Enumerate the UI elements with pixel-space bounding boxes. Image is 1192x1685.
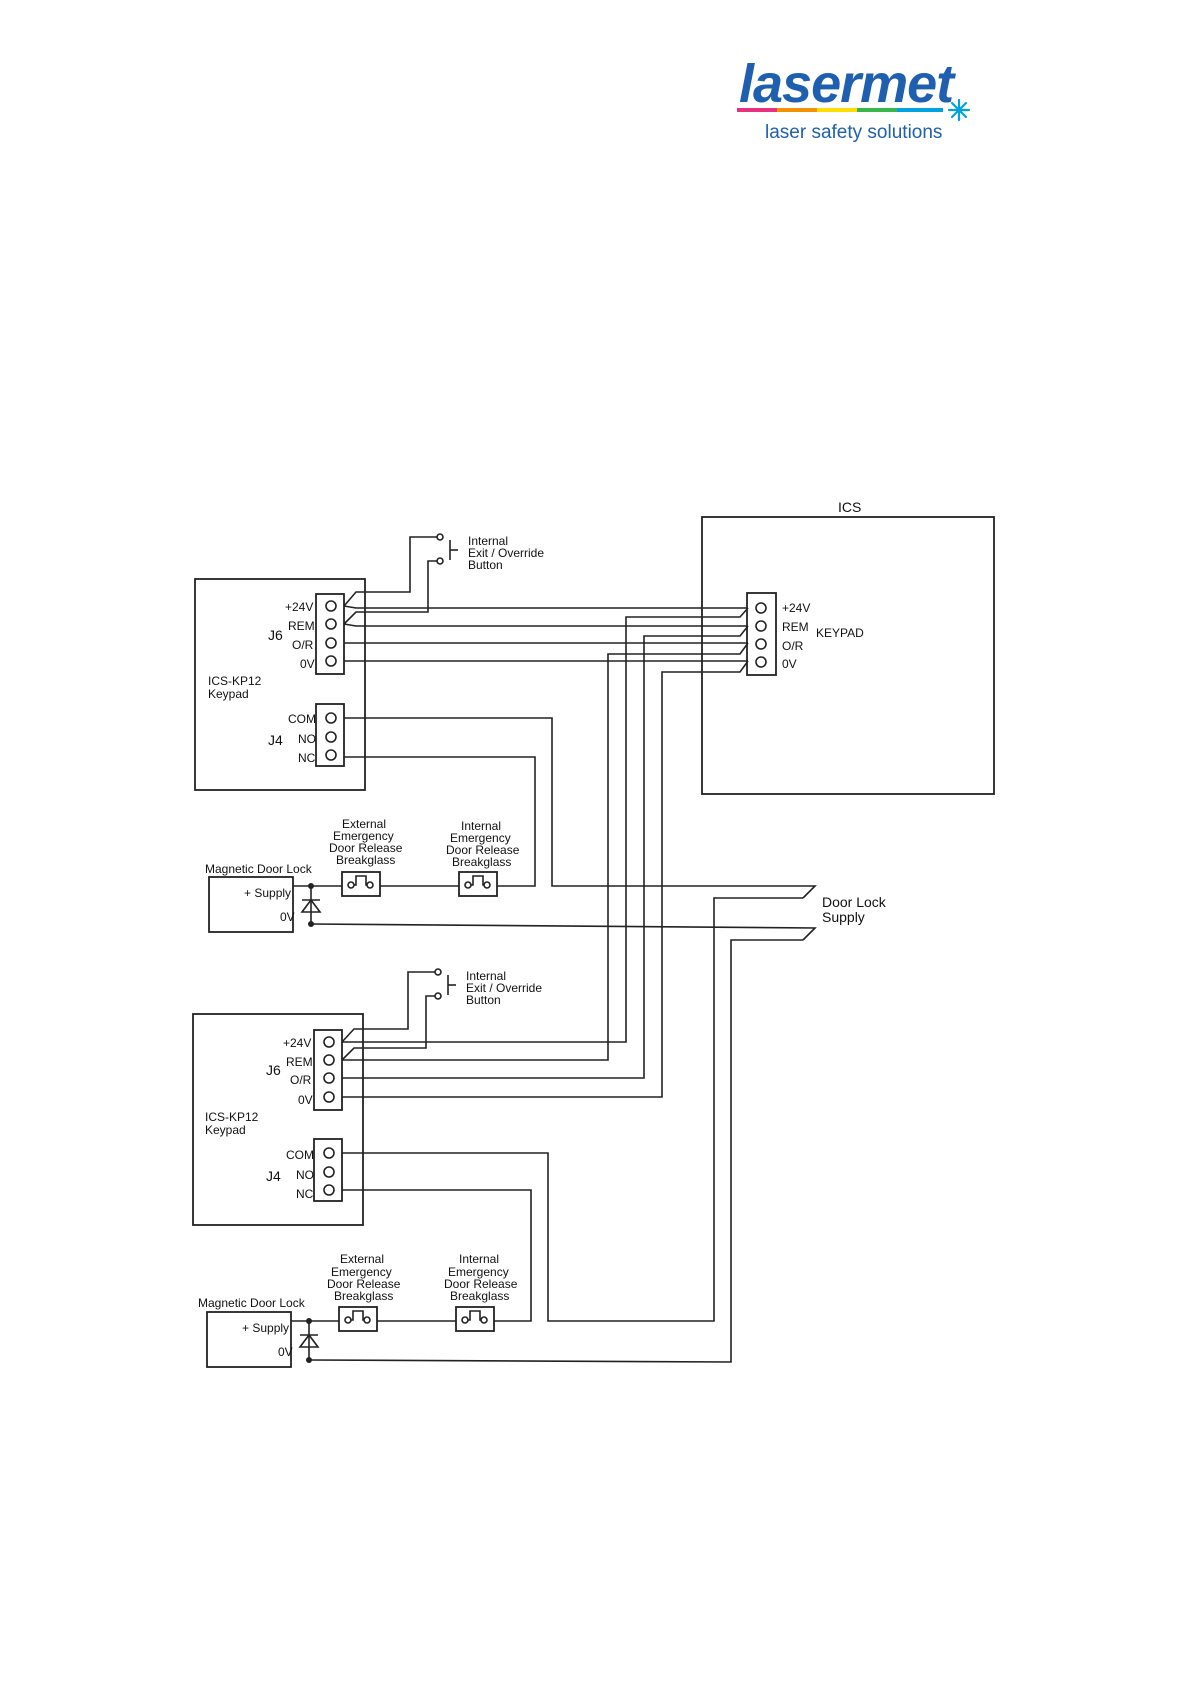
- ics-label-24v: +24V: [782, 601, 810, 615]
- keypad-2: ICS-KP12 Keypad +24V REM O/R 0V J6 COM N…: [192, 968, 542, 1368]
- keypad-1-button-line1: Internal: [468, 534, 508, 548]
- keypad-2-ext-bg-l3: Door Release: [327, 1277, 401, 1291]
- keypad-2-door-lock-supply: + Supply: [242, 1321, 289, 1335]
- keypad-1-int-bg-l3: Door Release: [446, 843, 520, 857]
- lasermet-logo: lasermet laser safety solutions: [737, 58, 971, 143]
- keypad-1-int-bg-l2: Emergency: [450, 831, 511, 845]
- keypad-2-subname: Keypad: [205, 1123, 246, 1137]
- keypad-2-diode-icon: [298, 1318, 320, 1363]
- keypad-1-j4-block: [315, 703, 345, 767]
- ics-terminal-0v: [755, 656, 767, 668]
- keypad-1-door-lock-supply: + Supply: [244, 886, 291, 900]
- keypad-1-j6-rem-label: REM: [288, 619, 315, 633]
- keypad-1-button-line3: Button: [468, 558, 503, 572]
- logo-rainbow-stripe: [737, 108, 943, 112]
- keypad-1-external-breakglass-icon: [341, 871, 381, 897]
- keypad-1-door-lock-box: [208, 876, 294, 933]
- keypad-1-door-lock-title: Magnetic Door Lock: [205, 862, 313, 876]
- ics-title: ICS: [838, 499, 861, 515]
- door-lock-supply-line1: Door Lock: [822, 894, 887, 910]
- keypad-1-enclosure: [194, 578, 366, 791]
- keypad-1-j6-label: J6: [268, 627, 283, 643]
- keypad-2-int-bg-l3: Door Release: [444, 1277, 518, 1291]
- keypad-2-int-bg-l4: Breakglass: [450, 1289, 509, 1303]
- keypad-1-diode-icon: [300, 883, 322, 927]
- ics-terminal-or: [755, 638, 767, 650]
- keypad-1-door-lock-0v: 0V: [280, 910, 295, 924]
- keypad-2-door-lock-0v: 0V: [278, 1345, 293, 1359]
- keypad-2-enclosure: [192, 1013, 364, 1226]
- ics-unit: ICS +24V REM O/R 0V KEYPAD: [701, 499, 995, 795]
- ics-keypad-terminal-block: [746, 592, 777, 676]
- keypad-2-j6-0v-label: 0V: [298, 1093, 313, 1107]
- keypad-2-door-lock-box: [206, 1311, 292, 1368]
- keypad-1-j4-no-label: NO: [298, 732, 316, 746]
- keypad-2-int-bg-l1: Internal: [459, 1252, 499, 1266]
- keypad-2-name: ICS-KP12: [205, 1110, 259, 1124]
- keypad-2-override-button-icon: [434, 968, 456, 1000]
- keypad-2-j4-nc-label: NC: [296, 1187, 314, 1201]
- keypad-1-ext-bg-l2: Emergency: [333, 829, 394, 843]
- interconnect-wiring: [308, 605, 817, 1363]
- keypad-1-ext-bg-l4: Breakglass: [336, 853, 395, 867]
- keypad-2-j6-block: [313, 1029, 343, 1111]
- keypad-2-button-line1: Internal: [466, 969, 506, 983]
- keypad-1: ICS-KP12 Keypad +24V REM O/R 0V J6 COM N…: [194, 533, 544, 933]
- keypad-2-internal-breakglass-icon: [455, 1306, 495, 1332]
- keypad-1-int-bg-l1: Internal: [461, 819, 501, 833]
- ics-terminal-24v: [755, 602, 767, 614]
- keypad-1-ext-bg-l1: External: [342, 817, 386, 831]
- ics-label-rem: REM: [782, 620, 809, 634]
- keypad-2-j4-label: J4: [266, 1168, 281, 1184]
- keypad-2-door-lock-title: Magnetic Door Lock: [198, 1296, 306, 1310]
- keypad-2-button-line3: Button: [466, 993, 501, 1007]
- ics-label-or: O/R: [782, 639, 804, 653]
- keypad-2-j6-24v-label: +24V: [283, 1036, 311, 1050]
- keypad-2-button-line2: Exit / Override: [466, 981, 542, 995]
- keypad-1-j6-0v-label: 0V: [300, 657, 315, 671]
- keypad-1-subname: Keypad: [208, 687, 249, 701]
- keypad-1-j4-label: J4: [268, 732, 283, 748]
- keypad-2-j6-label: J6: [266, 1062, 281, 1078]
- ics-label-0v: 0V: [782, 657, 797, 671]
- keypad-1-j6-or-label: O/R: [292, 638, 314, 652]
- keypad-1-j6-block: [315, 593, 345, 675]
- keypad-2-int-bg-l2: Emergency: [448, 1265, 509, 1279]
- logo-star-icon: [947, 98, 971, 122]
- ics-terminal-rem: [755, 620, 767, 632]
- keypad-2-ext-bg-l4: Breakglass: [334, 1289, 393, 1303]
- keypad-1-button-line2: Exit / Override: [468, 546, 544, 560]
- ics-connector-label: KEYPAD: [816, 626, 864, 640]
- logo-brand: lasermet: [739, 58, 956, 114]
- keypad-2-j4-com-label: COM: [286, 1148, 314, 1162]
- keypad-2-ext-bg-l2: Emergency: [331, 1265, 392, 1279]
- keypad-1-name: ICS-KP12: [208, 674, 262, 688]
- keypad-2-j6-rem-label: REM: [286, 1055, 313, 1069]
- keypad-2-j6-or-label: O/R: [290, 1073, 312, 1087]
- keypad-1-ext-bg-l3: Door Release: [329, 841, 403, 855]
- door-lock-supply-line2: Supply: [822, 909, 865, 925]
- keypad-1-internal-breakglass-icon: [458, 871, 498, 897]
- logo-tagline: laser safety solutions: [765, 122, 942, 143]
- keypad-1-j4-com-label: COM: [288, 712, 316, 726]
- keypad-1-override-button-icon: [436, 533, 458, 565]
- keypad-1-j4-nc-label: NC: [298, 751, 316, 765]
- keypad-1-int-bg-l4: Breakglass: [452, 855, 511, 869]
- keypad-2-j4-block: [313, 1138, 343, 1202]
- keypad-2-j4-no-label: NO: [296, 1168, 314, 1182]
- keypad-2-external-breakglass-icon: [338, 1306, 378, 1332]
- keypad-2-ext-bg-l1: External: [340, 1252, 384, 1266]
- keypad-1-j6-24v-label: +24V: [285, 600, 313, 614]
